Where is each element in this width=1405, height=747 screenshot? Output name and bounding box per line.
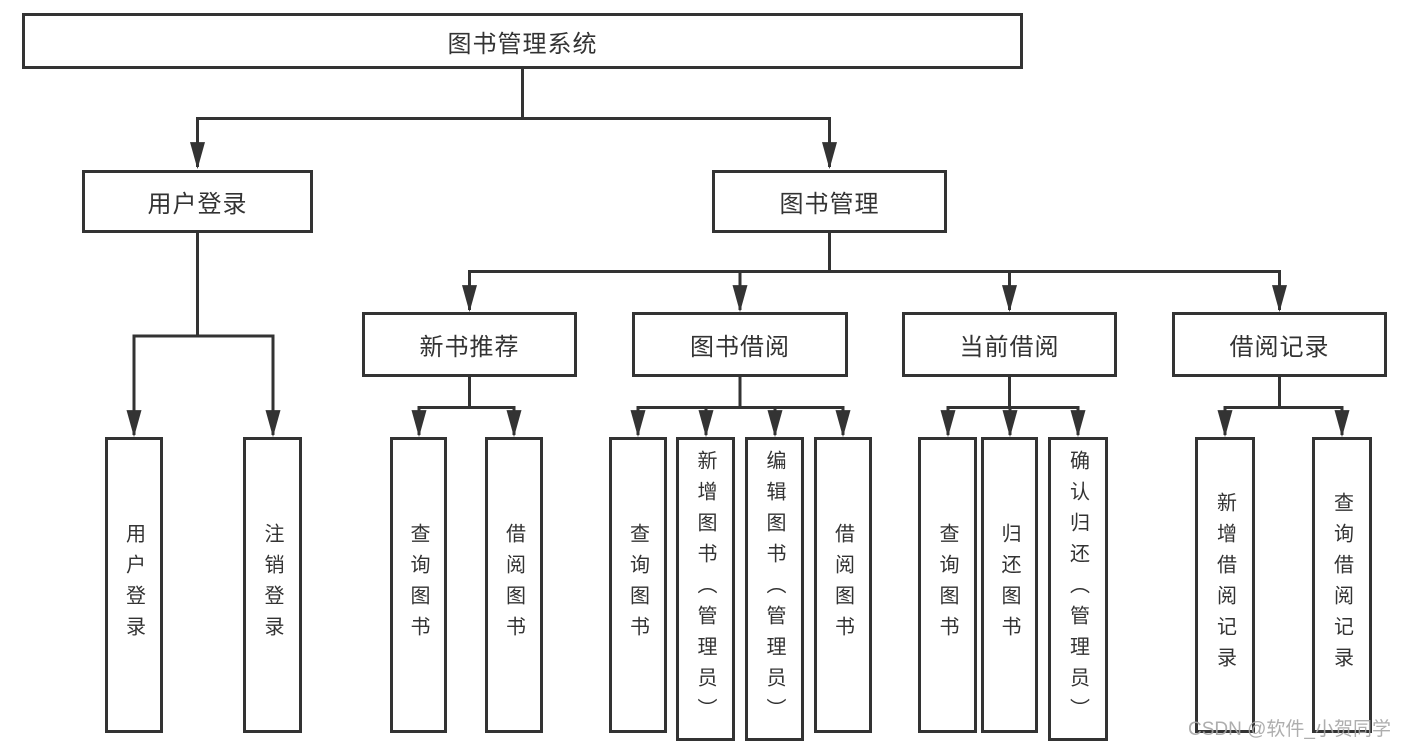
leaf-query-borrow-record: 查询借阅记录 [1312,437,1372,733]
leaf-confirm-return-admin: 确认归还（管理员） [1048,437,1108,741]
node-library-management-system: 图书管理系统 [22,13,1023,69]
leaf-edit-book-admin-label: 编辑图书（管理员） [763,449,785,729]
leaf-return-book-label: 归还图书 [998,523,1020,647]
node-library-management-system-label: 图书管理系统 [447,30,598,58]
csdn-watermark: CSDN @软件_小贺同学 [1188,719,1391,740]
node-current-borrowing: 当前借阅 [902,312,1117,377]
node-user-login: 用户登录 [82,170,313,233]
leaf-add-borrow-record: 新增借阅记录 [1195,437,1255,733]
leaf-query-books-recommend-label: 查询图书 [407,523,429,647]
leaf-add-borrow-record-label: 新增借阅记录 [1213,492,1236,678]
node-borrow-records-label: 借阅记录 [1229,334,1330,361]
leaf-query-books-current-label: 查询图书 [936,523,958,647]
leaf-query-books-recommend: 查询图书 [390,437,447,733]
leaf-edit-book-admin: 编辑图书（管理员） [745,437,804,741]
leaf-logout-label: 注销登录 [261,523,283,647]
node-new-book-recommend: 新书推荐 [362,312,577,377]
leaf-query-books-current: 查询图书 [918,437,977,733]
leaf-confirm-return-admin-label: 确认归还（管理员） [1066,449,1089,729]
leaf-query-books-borrowing-label: 查询图书 [626,523,649,647]
leaf-borrow-books-label: 借阅图书 [831,523,854,647]
leaf-return-book: 归还图书 [981,437,1038,733]
leaf-borrow-books: 借阅图书 [814,437,872,733]
leaf-borrow-books-recommend: 借阅图书 [485,437,543,733]
node-user-login-label: 用户登录 [147,191,248,218]
leaf-add-book-admin-label: 新增图书（管理员） [694,449,716,729]
node-book-borrowing: 图书借阅 [632,312,848,377]
leaf-logout: 注销登录 [243,437,302,733]
leaf-user-login: 用户登录 [105,437,163,733]
node-book-management-label: 图书管理 [779,191,880,218]
node-current-borrowing-label: 当前借阅 [959,334,1060,361]
node-new-book-recommend-label: 新书推荐 [419,334,520,361]
node-borrow-records: 借阅记录 [1172,312,1387,377]
leaf-query-borrow-record-label: 查询借阅记录 [1330,492,1353,678]
leaf-add-book-admin: 新增图书（管理员） [676,437,735,741]
node-book-borrowing-label: 图书借阅 [690,334,790,361]
leaf-query-books-borrowing: 查询图书 [609,437,667,733]
node-book-management: 图书管理 [712,170,947,233]
leaf-user-login-label: 用户登录 [122,523,145,647]
leaf-borrow-books-recommend-label: 借阅图书 [502,523,525,647]
